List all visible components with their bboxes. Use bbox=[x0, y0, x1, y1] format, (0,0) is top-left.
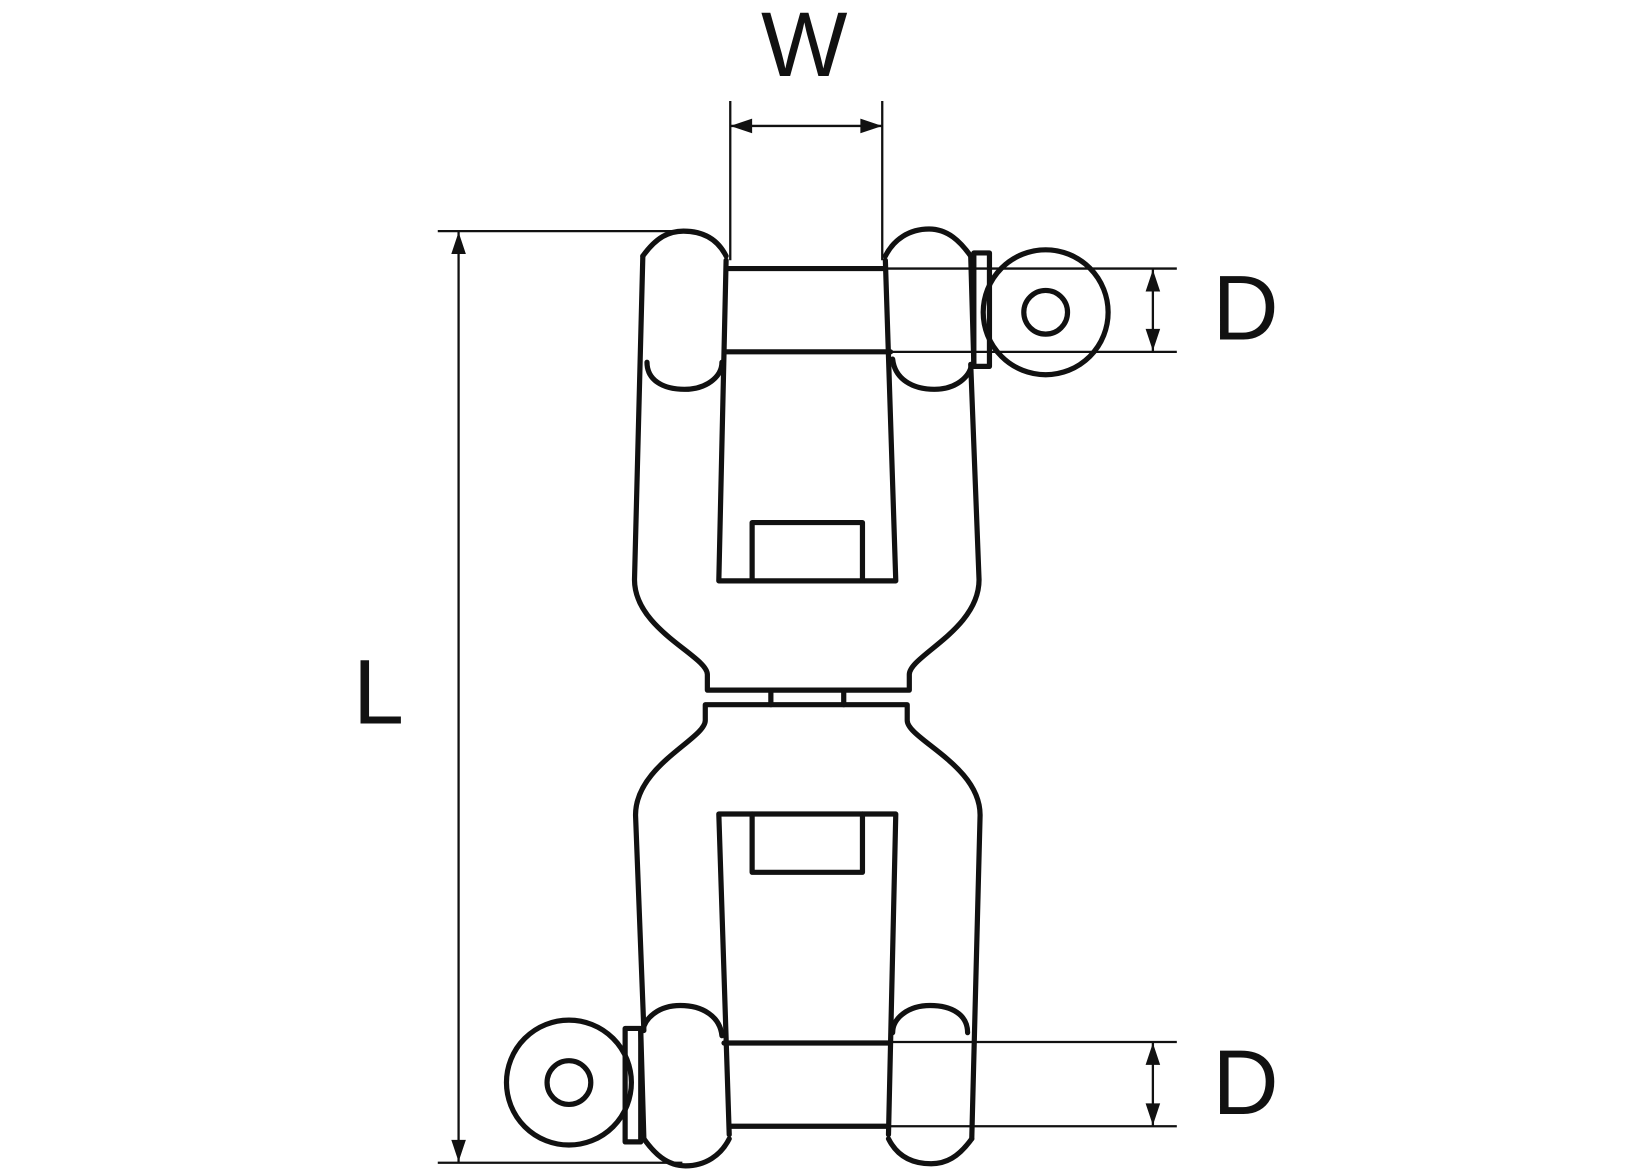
width-label: W bbox=[761, 0, 848, 96]
diameter-dimension-top: D bbox=[885, 257, 1279, 359]
swivel-connector bbox=[768, 687, 847, 708]
top-shackle bbox=[635, 229, 1109, 690]
bottom-shackle bbox=[506, 705, 980, 1166]
diameter-label-top: D bbox=[1212, 257, 1278, 359]
diameter-dimension-bottom: D bbox=[890, 1032, 1279, 1134]
length-label: L bbox=[353, 641, 404, 743]
diameter-label-bottom: D bbox=[1212, 1032, 1278, 1134]
width-dimension: W bbox=[729, 0, 884, 261]
length-dimension: L bbox=[353, 229, 683, 1164]
